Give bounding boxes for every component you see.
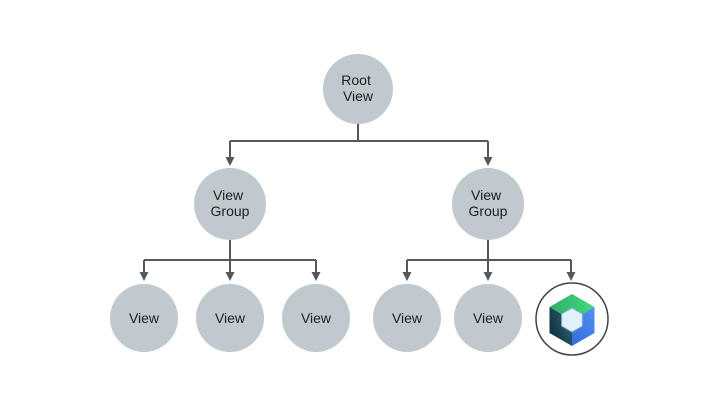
node-view-2: View [196,284,264,352]
arrowhead-down-icon [402,272,412,281]
connector-left-group-to-views [139,240,321,281]
arrowhead-down-icon [225,272,235,281]
node-label-line: View [471,187,502,203]
arrowhead-down-icon [311,272,321,281]
node-view-4: View [373,284,441,352]
node-view-1: View [110,284,178,352]
node-circle [454,284,522,352]
node-label-line: View [213,187,244,203]
node-label: View [473,310,504,326]
node-view-group-left: View Group [194,168,266,240]
connector-line [406,240,572,273]
connector-right-group-to-views [402,240,576,281]
node-circle [323,54,393,124]
node-view-3: View [282,284,350,352]
node-label-line: View [343,88,374,104]
node-label: View [301,310,332,326]
node-view-group-right: View Group [452,168,524,240]
compose-logo-inner-hexagon [561,307,583,333]
connector-line [229,124,489,158]
node-circle [452,168,524,240]
compose-logo-top-face [549,294,595,314]
jetpack-compose-logo-icon [549,294,595,346]
node-circle [282,284,350,352]
node-view-5: View [454,284,522,352]
node-label: View [215,310,246,326]
connector-root-to-groups [225,124,493,166]
node-root-view: Root View [323,54,393,124]
compose-logo-right-face [572,307,595,346]
node-circle [373,284,441,352]
node-label: View [129,310,160,326]
node-label: Root View [341,72,374,104]
node-circle [196,284,264,352]
node-label: View [392,310,423,326]
node-label: View Group [211,187,250,219]
connector-line [143,240,317,273]
node-label-line: Group [469,203,508,219]
arrowhead-down-icon [483,157,493,166]
arrowhead-down-icon [566,272,576,281]
arrowhead-down-icon [139,272,149,281]
arrowhead-down-icon [483,272,493,281]
compose-logo-left-face [549,307,572,346]
node-jetpack-compose [535,282,609,356]
node-circle [194,168,266,240]
node-circle [110,284,178,352]
node-label: View Group [469,187,508,219]
node-label-line: Group [211,203,250,219]
node-label-line: Root [341,72,371,88]
arrowhead-down-icon [225,157,235,166]
